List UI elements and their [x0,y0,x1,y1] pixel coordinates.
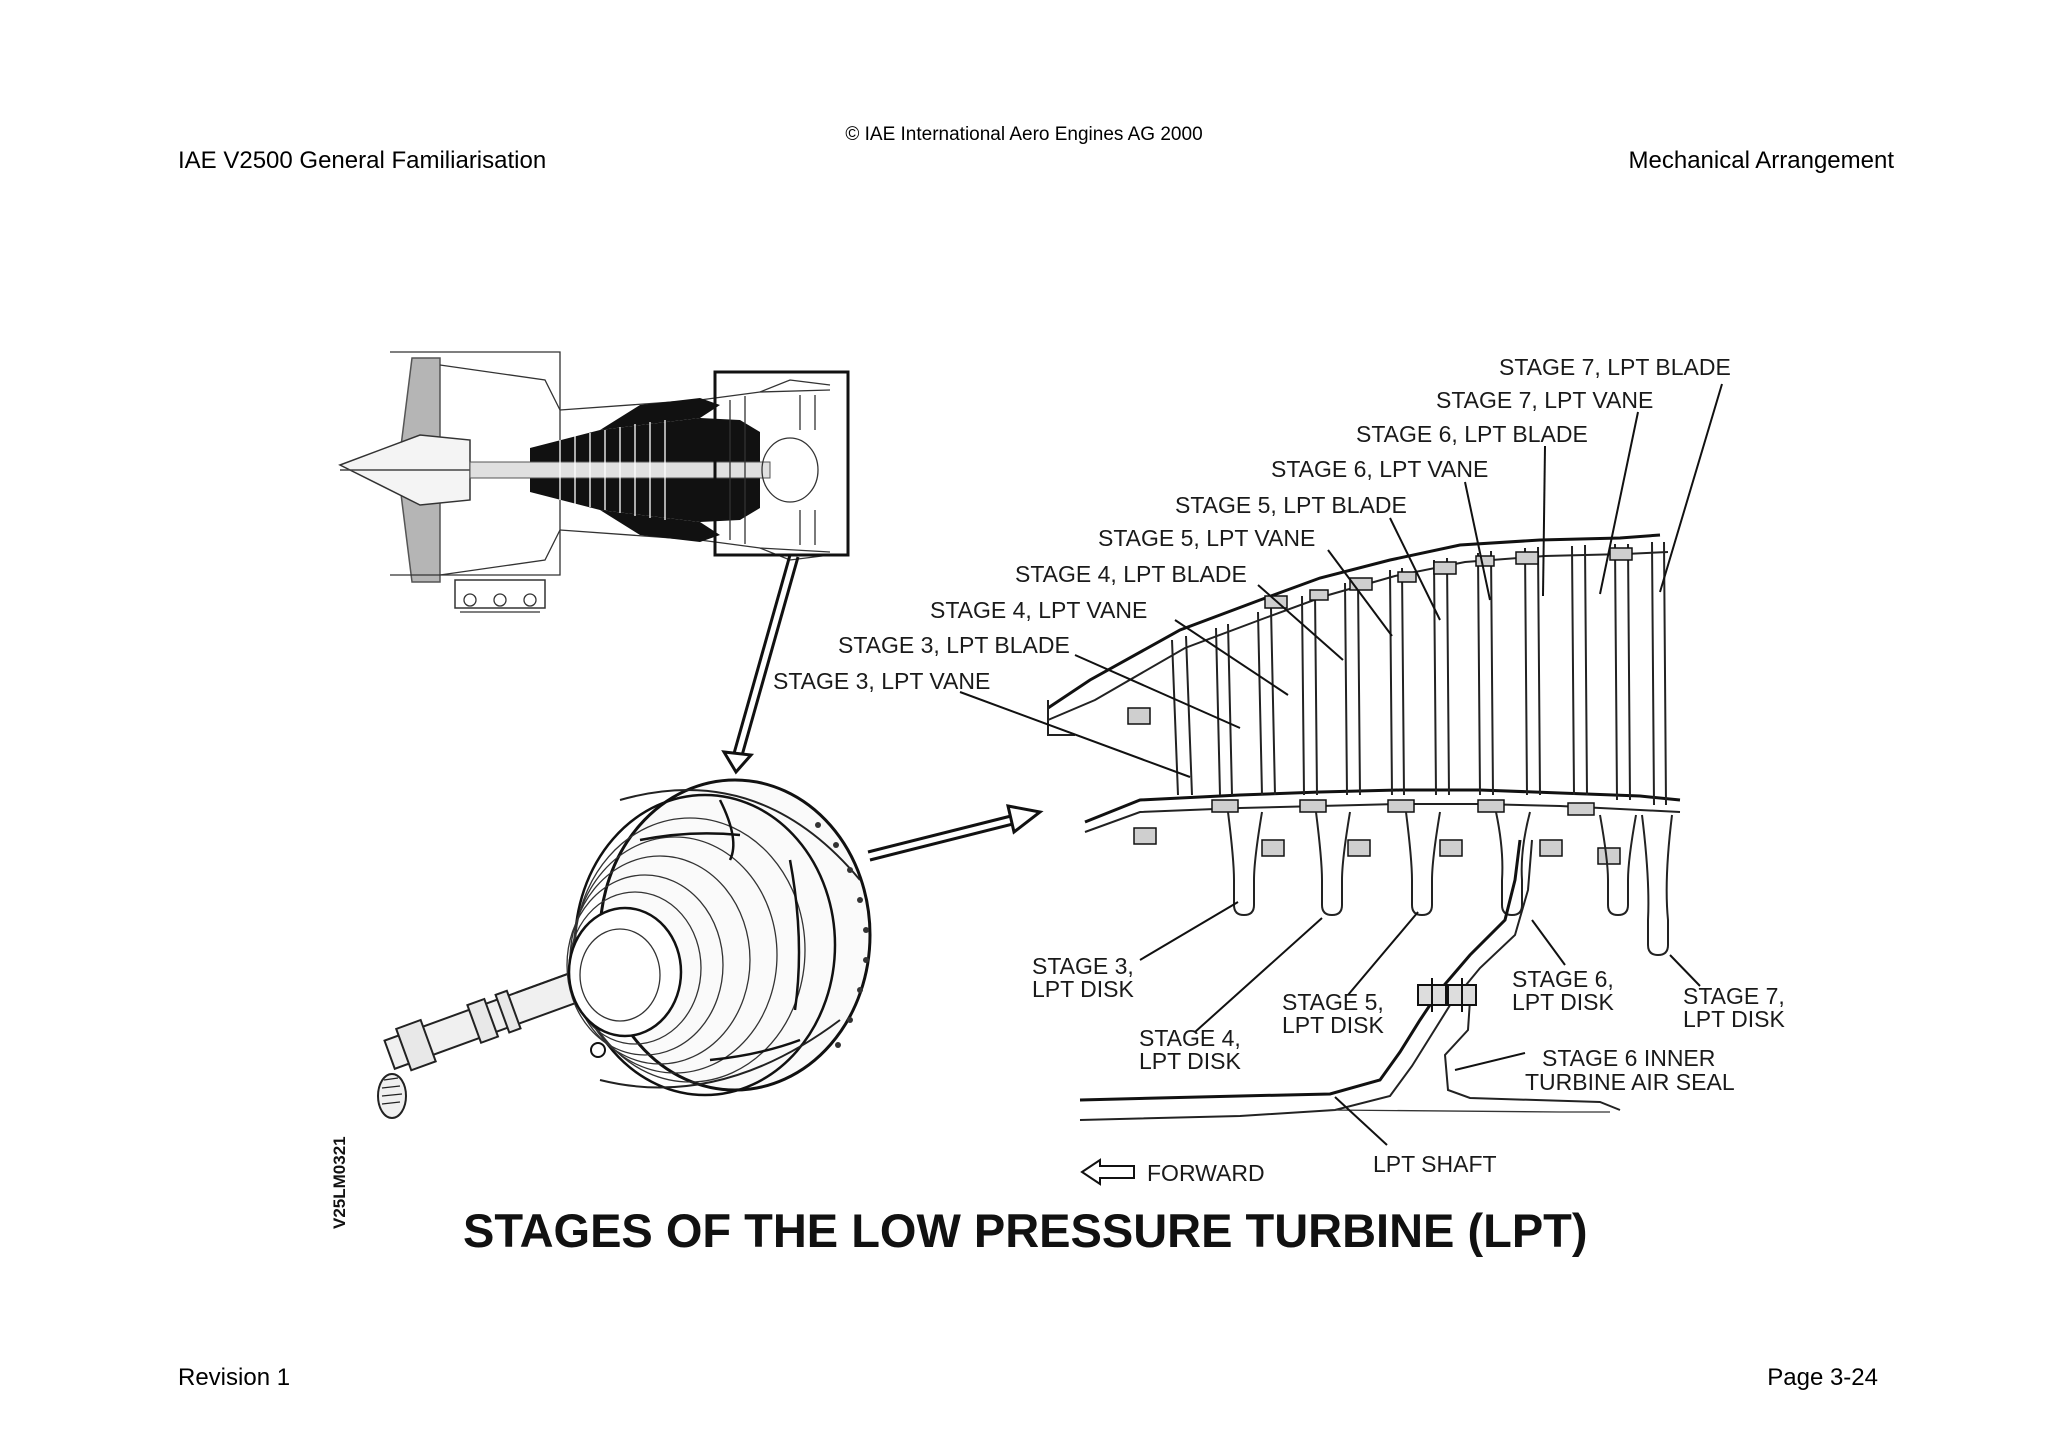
callout-labels: STAGE 7, LPT BLADE STAGE 7, LPT VANE STA… [773,354,1785,1177]
copyright-notice: © IAE International Aero Engines AG 2000 [845,124,1203,145]
label-stage7-disk-line1: STAGE 7, [1683,983,1785,1009]
label-lpt-shaft: LPT SHAFT [1373,1151,1497,1177]
label-stage6-lpt-blade: STAGE 6, LPT BLADE [1356,421,1588,447]
detail-box [713,370,850,557]
label-air-seal-line2: TURBINE AIR SEAL [1525,1069,1735,1095]
label-stage4-lpt-vane: STAGE 4, LPT VANE [930,597,1147,623]
label-air-seal-line1: STAGE 6 INNER [1542,1045,1715,1071]
leader-lines [959,383,1723,1146]
forward-indicator: FORWARD [1080,1158,1265,1186]
label-stage3-lpt-blade: STAGE 3, LPT BLADE [838,632,1070,658]
figure-title: STAGES OF THE LOW PRESSURE TURBINE (LPT) [463,1204,1588,1257]
label-stage3-lpt-vane: STAGE 3, LPT VANE [773,668,990,694]
label-stage5-lpt-blade: STAGE 5, LPT BLADE [1175,492,1407,518]
engine-cutaway-illustration [338,351,831,613]
label-stage5-disk-line2: LPT DISK [1282,1012,1384,1038]
label-stage5-disk-line1: STAGE 5, [1282,989,1384,1015]
label-stage6-disk-line2: LPT DISK [1512,989,1614,1015]
document-title: IAE V2500 General Familiarisation [178,147,547,174]
label-stage4-disk-line1: STAGE 4, [1139,1025,1241,1051]
section-title: Mechanical Arrangement [1628,147,1894,174]
revision-label: Revision 1 [178,1364,291,1391]
lpt-cross-section [1047,533,1681,1121]
detail-arrow-down [721,554,800,775]
detail-arrow-right [867,804,1044,862]
page-number: Page 3-24 [1767,1364,1878,1391]
forward-label: FORWARD [1147,1160,1265,1186]
drawing-code: V25LM0321 [330,1136,349,1229]
label-stage6-disk-line1: STAGE 6, [1512,966,1614,992]
label-stage7-disk-line2: LPT DISK [1683,1006,1785,1032]
label-stage4-disk-line2: LPT DISK [1139,1048,1241,1074]
label-stage7-lpt-blade: STAGE 7, LPT BLADE [1499,354,1731,380]
label-stage7-lpt-vane: STAGE 7, LPT VANE [1436,387,1653,413]
label-stage6-lpt-vane: STAGE 6, LPT VANE [1271,456,1488,482]
label-stage4-lpt-blade: STAGE 4, LPT BLADE [1015,561,1247,587]
lpt-rotor-illustration [377,778,872,1119]
label-stage5-lpt-vane: STAGE 5, LPT VANE [1098,525,1315,551]
label-stage3-disk-line1: STAGE 3, [1032,953,1134,979]
label-stage3-disk-line2: LPT DISK [1032,976,1134,1002]
